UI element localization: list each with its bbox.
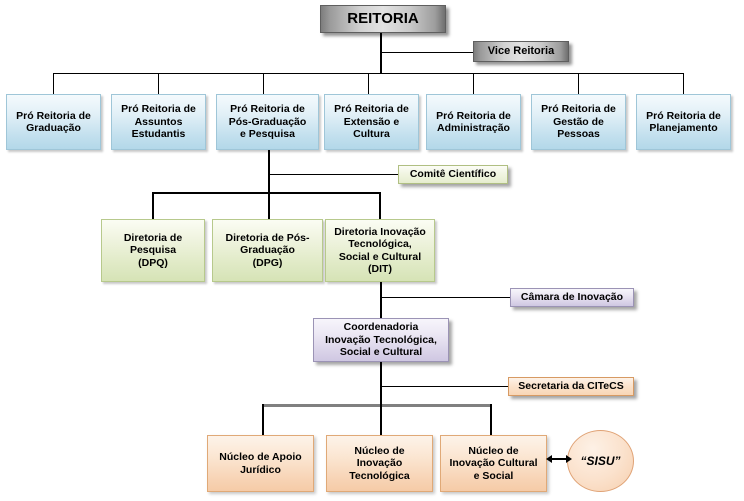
node-diretoria-pos-graduacao[interactable]: Diretoria de Pós- Graduação (DPG)	[212, 219, 323, 282]
arrow-shaft	[552, 458, 566, 460]
connector-nucleos-bus	[262, 404, 492, 407]
connector-drop-pr-7	[683, 73, 684, 94]
connector-sisu-double-arrow	[546, 455, 572, 463]
connector-reitoria-stem	[380, 33, 382, 73]
node-sisu[interactable]: “SISU”	[567, 430, 634, 492]
node-pro-reitoria-gestao-pessoas[interactable]: Pró Reitoria de Gestão de Pessoas	[531, 94, 626, 150]
connector-drop-pr-1	[53, 73, 54, 94]
connector-drop-dir-2	[268, 192, 270, 219]
node-nucleo-apoio-juridico[interactable]: Núcleo de Apoio Jurídico	[207, 435, 314, 492]
connector-drop-dir-1	[152, 192, 154, 219]
connector-drop-dir-3	[379, 192, 381, 219]
connector-drop-pr-2	[158, 73, 159, 94]
node-pro-reitoria-pos-graduacao-pesquisa[interactable]: Pró Reitoria de Pós-Graduação e Pesquisa	[216, 94, 319, 150]
node-nucleo-inovacao-tecnologica[interactable]: Núcleo de Inovação Tecnológica	[326, 435, 433, 492]
node-nucleo-inovacao-cultural-social[interactable]: Núcleo de Inovação Cultural e Social	[440, 435, 547, 492]
node-pro-reitoria-administracao[interactable]: Pró Reitoria de Administração	[426, 94, 521, 150]
connector-comite-link	[268, 174, 398, 175]
connector-drop-pr-5	[473, 73, 474, 94]
node-pro-reitoria-extensao-cultura[interactable]: Pró Reitoria de Extensão e Cultura	[324, 94, 419, 150]
connector-coordenadoria-stem	[380, 362, 382, 405]
node-vice-reitoria[interactable]: Vice Reitoria	[473, 41, 569, 62]
node-pro-reitoria-planejamento[interactable]: Pró Reitoria de Planejamento	[636, 94, 731, 150]
node-comite-cientifico[interactable]: Comitê Científico	[398, 165, 508, 184]
connector-drop-pr-4	[368, 73, 369, 94]
node-coordenadoria-inovacao[interactable]: Coordenadoria Inovação Tecnológica, Soci…	[313, 318, 449, 362]
arrow-head-left-icon	[546, 455, 552, 463]
connector-ppgp-stem	[268, 150, 270, 193]
node-pro-reitoria-graduacao[interactable]: Pró Reitoria de Graduação	[6, 94, 101, 150]
connector-drop-pr-3	[263, 73, 264, 94]
node-reitoria[interactable]: REITORIA	[320, 5, 446, 33]
connector-dit-stem	[380, 282, 382, 318]
node-secretaria-citecs[interactable]: Secretaria da CITeCS	[508, 377, 634, 396]
connector-reitoria-vice	[380, 52, 484, 53]
arrow-head-right-icon	[566, 455, 572, 463]
connector-diretoria-bus	[152, 192, 381, 194]
node-diretoria-inovacao-tecnologica-social-cultural[interactable]: Diretoria Inovação Tecnológica, Social e…	[325, 219, 435, 282]
connector-drop-nuc-1	[262, 404, 264, 435]
connector-drop-nuc-3	[490, 404, 492, 435]
connector-camara-link	[380, 297, 510, 298]
node-diretoria-pesquisa[interactable]: Diretoria de Pesquisa (DPQ)	[101, 219, 205, 282]
connector-drop-pr-6	[578, 73, 579, 94]
connector-secretaria-link	[380, 386, 508, 387]
node-camara-de-inovacao[interactable]: Câmara de Inovação	[510, 288, 634, 307]
node-pro-reitoria-assuntos-estudantis[interactable]: Pró Reitoria de Assuntos Estudantis	[111, 94, 206, 150]
connector-drop-nuc-2	[380, 404, 382, 435]
